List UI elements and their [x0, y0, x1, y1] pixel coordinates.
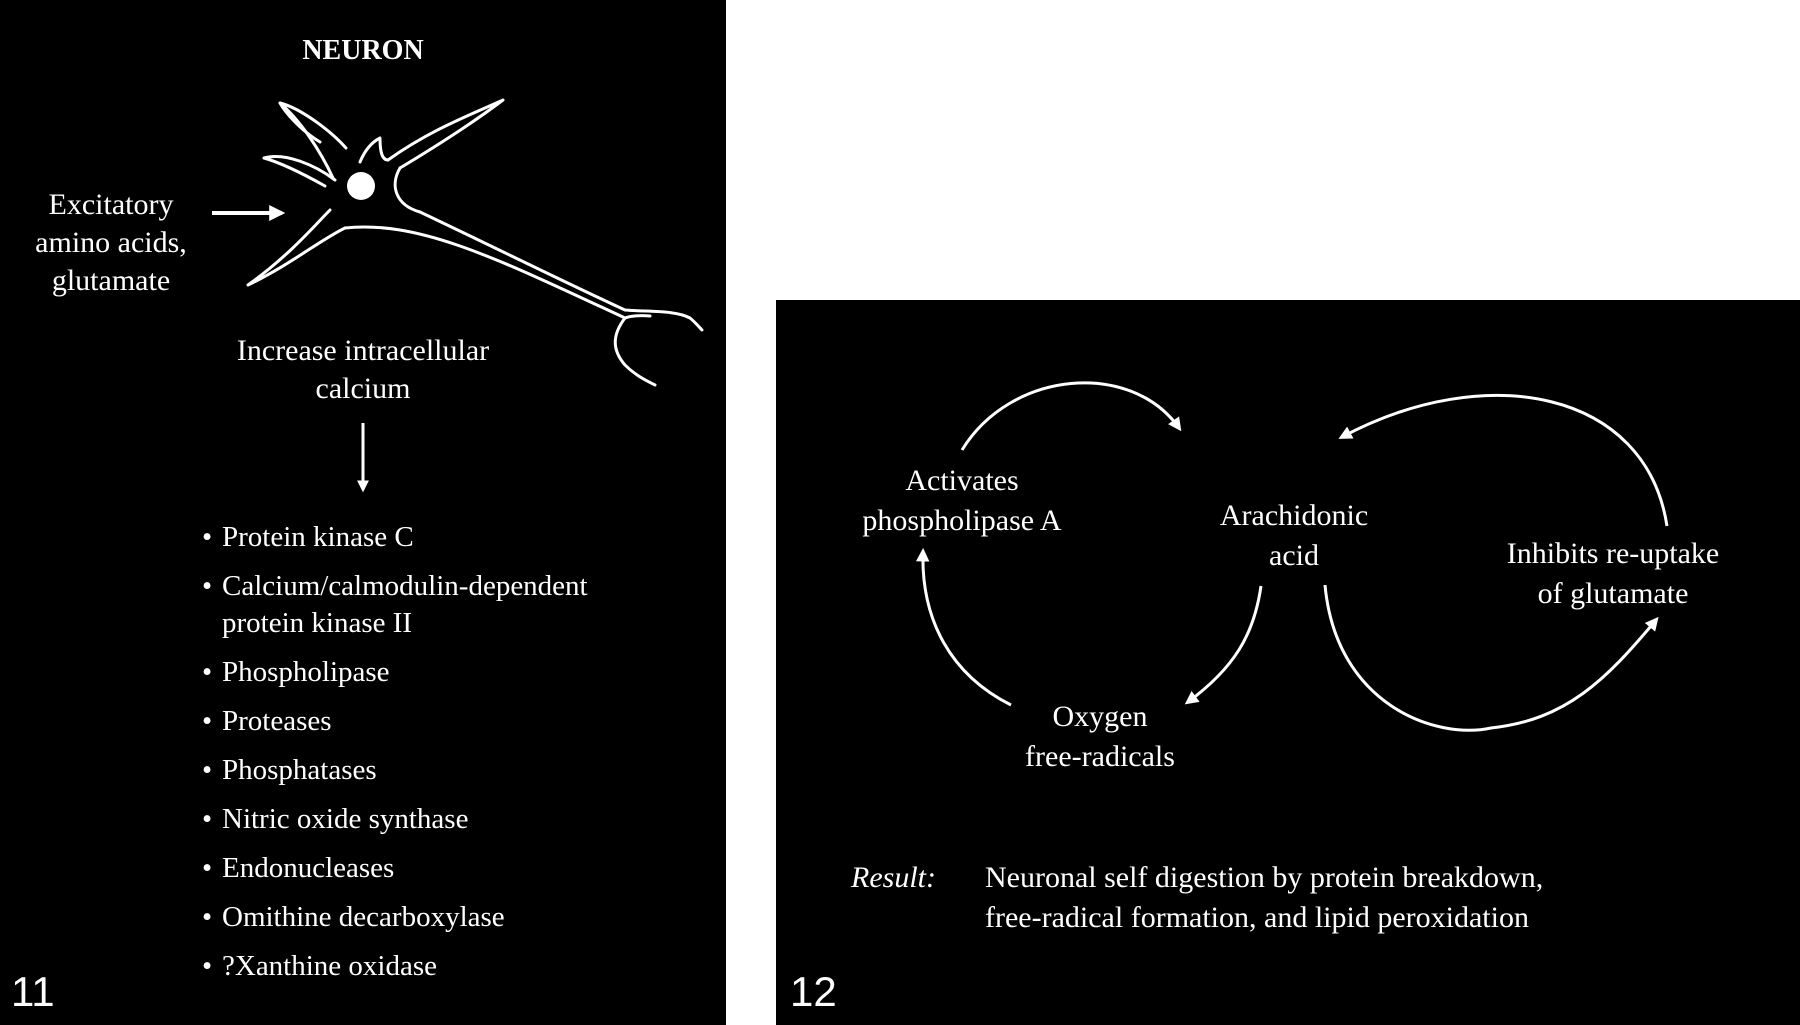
enzyme-item: • ?Xanthine oxidase	[202, 948, 588, 985]
node-phospholipase-line-2: phospholipase A	[862, 504, 1062, 537]
input-label-line-3: glutamate	[51, 264, 171, 297]
arrow-arachidonic-to-radicals	[1184, 585, 1263, 705]
enzyme-item: • Phosphatases	[202, 752, 588, 789]
node-radicals-line-1: Oxygen	[1052, 700, 1148, 733]
node-radicals-line-2: free-radicals	[1025, 740, 1175, 773]
bullet: •	[202, 521, 213, 553]
axon-terminal	[613, 316, 657, 387]
bullet: •	[202, 705, 213, 737]
node-arachidonic-line-2: acid	[1269, 539, 1319, 572]
bullet: •	[202, 570, 213, 602]
arrow-radicals-to-phospholipase	[915, 547, 1012, 707]
enzyme-label: Phospholipase	[222, 656, 390, 688]
neuron-illustration	[212, 98, 704, 493]
neuron-title: NEURON	[302, 35, 424, 66]
dendrite-left	[262, 155, 337, 188]
node-phospholipase-line-1: Activates	[905, 464, 1019, 497]
node-reuptake-line-1: Inhibits re-uptake	[1506, 537, 1720, 570]
enzyme-item: • Nitric oxide synthase	[202, 801, 588, 838]
enzyme-list: • Protein kinase C • Calcium/calmodulin-de…	[202, 519, 588, 997]
enzyme-label: Protein kinase C	[222, 521, 414, 553]
bullet: •	[202, 803, 213, 835]
neuron-outline	[246, 98, 704, 387]
soma-right	[393, 166, 422, 214]
arrow-phospholipase-to-arachidonic	[960, 381, 1182, 451]
figure-12-panel: Activates phospholipase A Arachidonic ac…	[776, 300, 1800, 1025]
enzyme-item: • Endonucleases	[202, 850, 588, 887]
dendrite-right	[386, 98, 505, 170]
enzyme-label: Endonucleases	[222, 852, 395, 884]
input-label-line-1: Excitatory	[48, 188, 174, 221]
dendrite-right-upper	[358, 136, 390, 164]
axon-upper	[418, 210, 704, 332]
axon-lower	[343, 225, 627, 320]
figure-number-12: 12	[790, 968, 837, 1015]
result-text-line-2: free-radical formation, and lipid peroxi…	[985, 901, 1529, 934]
arrow-reuptake-to-arachidonic	[1338, 393, 1669, 527]
cycle-diagram	[915, 381, 1669, 732]
neuron-nucleus	[347, 172, 375, 200]
bullet: •	[202, 901, 213, 933]
bullet: •	[202, 754, 213, 786]
figure-number-11: 11	[11, 968, 55, 1015]
node-arachidonic-line-1: Arachidonic	[1219, 499, 1369, 532]
bullet: •	[202, 656, 213, 688]
enzyme-label: Proteases	[222, 705, 332, 737]
arrow-arachidonic-to-reuptake	[1323, 584, 1659, 732]
effect-label-line-2: calcium	[315, 372, 411, 405]
node-reuptake-line-2: of glutamate	[1537, 577, 1689, 610]
enzyme-label: Calcium/calmodulin-dependent protein kin…	[222, 570, 588, 639]
figure-11-panel: NEURON Excitatory amino acids, gluta	[0, 0, 726, 1025]
result-text-line-1: Neuronal self digestion by protein break…	[985, 861, 1544, 894]
enzyme-item: • Calcium/calmodulin-dependent protein ki…	[202, 568, 588, 642]
enzyme-label: Omithine decarboxylase	[222, 901, 505, 933]
enzyme-item: • Phospholipase	[202, 654, 588, 691]
effect-label-line-1: Increase intracellular	[236, 334, 490, 367]
result-label: Result:	[851, 861, 936, 894]
input-label-line-2: amino acids,	[35, 226, 187, 259]
dendrite-top-left	[278, 101, 322, 144]
enzyme-label: Phosphatases	[222, 754, 377, 786]
enzyme-label: ?Xanthine oxidase	[222, 950, 438, 982]
enzyme-item: • Protein kinase C	[202, 519, 588, 556]
enzyme-label: Nitric oxide synthase	[222, 803, 469, 835]
enzyme-item: • Proteases	[202, 703, 588, 740]
bullet: •	[202, 950, 213, 982]
axon-terminal-tip	[623, 314, 652, 320]
bullet: •	[202, 852, 213, 884]
dendrite-lower-left	[246, 208, 347, 287]
enzyme-item: • Omithine decarboxylase	[202, 899, 588, 936]
